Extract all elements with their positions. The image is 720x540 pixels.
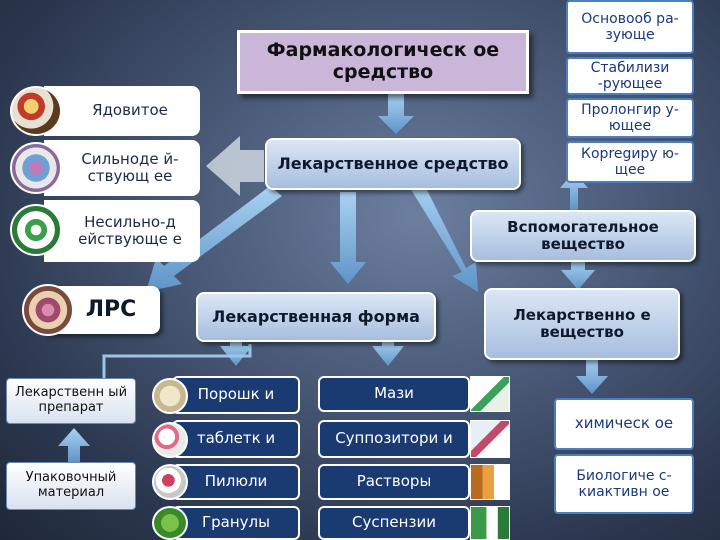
solid-form-label: таблетк и [196, 429, 276, 448]
solid-form-box: таблетк и [172, 420, 300, 458]
arrow-medicine-to-dosage-form [330, 192, 366, 284]
solid-form-label: Гранулы [202, 513, 270, 532]
pills-small-photo [152, 464, 188, 500]
molecule-photo [10, 204, 62, 256]
substance-type-label: Биологиче с-киактивн ое [576, 467, 672, 500]
pharmacological-agent-label: Фармакологическ ое средство [266, 39, 500, 83]
auxiliary-label: Вспомогательное вещество [507, 217, 659, 253]
soft-form-label: Растворы [356, 472, 432, 491]
solid-form-box: Пилюли [172, 464, 300, 500]
aux-type-box: Стабилизи -рующее [566, 57, 694, 95]
pharmacological-agent-box: Фармакологическ ое средство [237, 30, 529, 94]
medicine-box: Лекарственное средство [265, 138, 521, 190]
aux-type-label: Корregиру ю-щее [581, 145, 679, 178]
substance-label: Лекарственно е вещество [513, 305, 651, 341]
substance-type-box: химическ ое [554, 398, 694, 450]
arrow-auxiliary-to-substance [561, 260, 595, 290]
soft-form-box: Суспензии [318, 506, 470, 540]
pills-photo [10, 86, 62, 136]
toxicity-box: Сильноде й-ствующ ее [44, 140, 200, 196]
soft-form-label: Мази [374, 384, 414, 403]
dosage-form-label: Лекарственная форма [212, 306, 420, 326]
toxicity-box: Ядовитое [44, 86, 200, 136]
soft-form-label: Суппозитори и [335, 429, 453, 448]
lrs-label: ЛРС [85, 297, 137, 323]
herbs-photo [22, 284, 74, 336]
solid-form-box: Гранулы [172, 506, 300, 540]
toxicity-box: Несильно-д ействующе е [44, 200, 200, 262]
toxicity-label: Несильно-д ействующе е [78, 212, 182, 248]
soft-form-box: Мази [318, 376, 470, 412]
soft-form-label: Суспензии [352, 513, 436, 532]
aux-type-box: Основооб ра-зующе [566, 0, 694, 54]
solid-form-label: Пилюли [204, 472, 268, 491]
arrow-packaging-to-product [58, 428, 90, 462]
aux-type-label: Стабилизи -рующее [590, 59, 670, 92]
suspension-photo [470, 506, 510, 540]
toxicity-label: Ядовитое [92, 101, 168, 120]
packaging-label: Упаковочный материал [25, 470, 117, 500]
arrow-dosage-to-solid [220, 340, 252, 366]
soft-form-box: Суппозитори и [318, 420, 470, 458]
toxicity-label: Сильноде й-ствующ ее [81, 149, 179, 185]
substance-box: Лекарственно е вещество [484, 288, 680, 360]
aux-type-label: Основооб ра-зующе [581, 10, 679, 43]
solid-form-box: Порошк и [172, 376, 300, 414]
line-lrs-to-product [102, 344, 252, 378]
suppository-photo [470, 420, 510, 458]
arrow-medicine-to-lrs [146, 186, 282, 292]
auxiliary-box: Вспомогательное вещество [470, 210, 696, 262]
aux-type-label: Пролонгир у-ющее [581, 101, 679, 134]
solutions-photo [470, 464, 510, 500]
drug-product-label: Лекарственн ый препарат [14, 385, 128, 415]
aux-type-box: Пролонгир у-ющее [566, 98, 694, 138]
packaging-box: Упаковочный материал [6, 462, 136, 510]
arrow-title-to-medicine [378, 94, 414, 134]
aux-type-box: Корregиру ю-щее [566, 141, 694, 183]
arrow-medicine-to-toxicity [206, 136, 264, 196]
ointment-photo [470, 376, 510, 412]
substance-type-box: Биологиче с-киактивн ое [554, 454, 694, 514]
granules-photo [152, 506, 188, 540]
medicine-label: Лекарственное средство [277, 153, 509, 173]
arrow-medicine-to-substance [410, 180, 478, 292]
powder-photo [152, 378, 188, 414]
arrow-substance-to-types [576, 358, 608, 394]
tablets-photo [152, 422, 188, 458]
drug-product-box: Лекарственн ый препарат [6, 378, 136, 424]
capsules-photo [10, 142, 62, 194]
arrow-dosage-to-soft [372, 340, 404, 366]
soft-form-box: Растворы [318, 464, 470, 500]
substance-type-label: химическ ое [574, 414, 674, 433]
solid-form-label: Порошк и [197, 385, 275, 404]
dosage-form-box: Лекарственная форма [196, 292, 436, 342]
